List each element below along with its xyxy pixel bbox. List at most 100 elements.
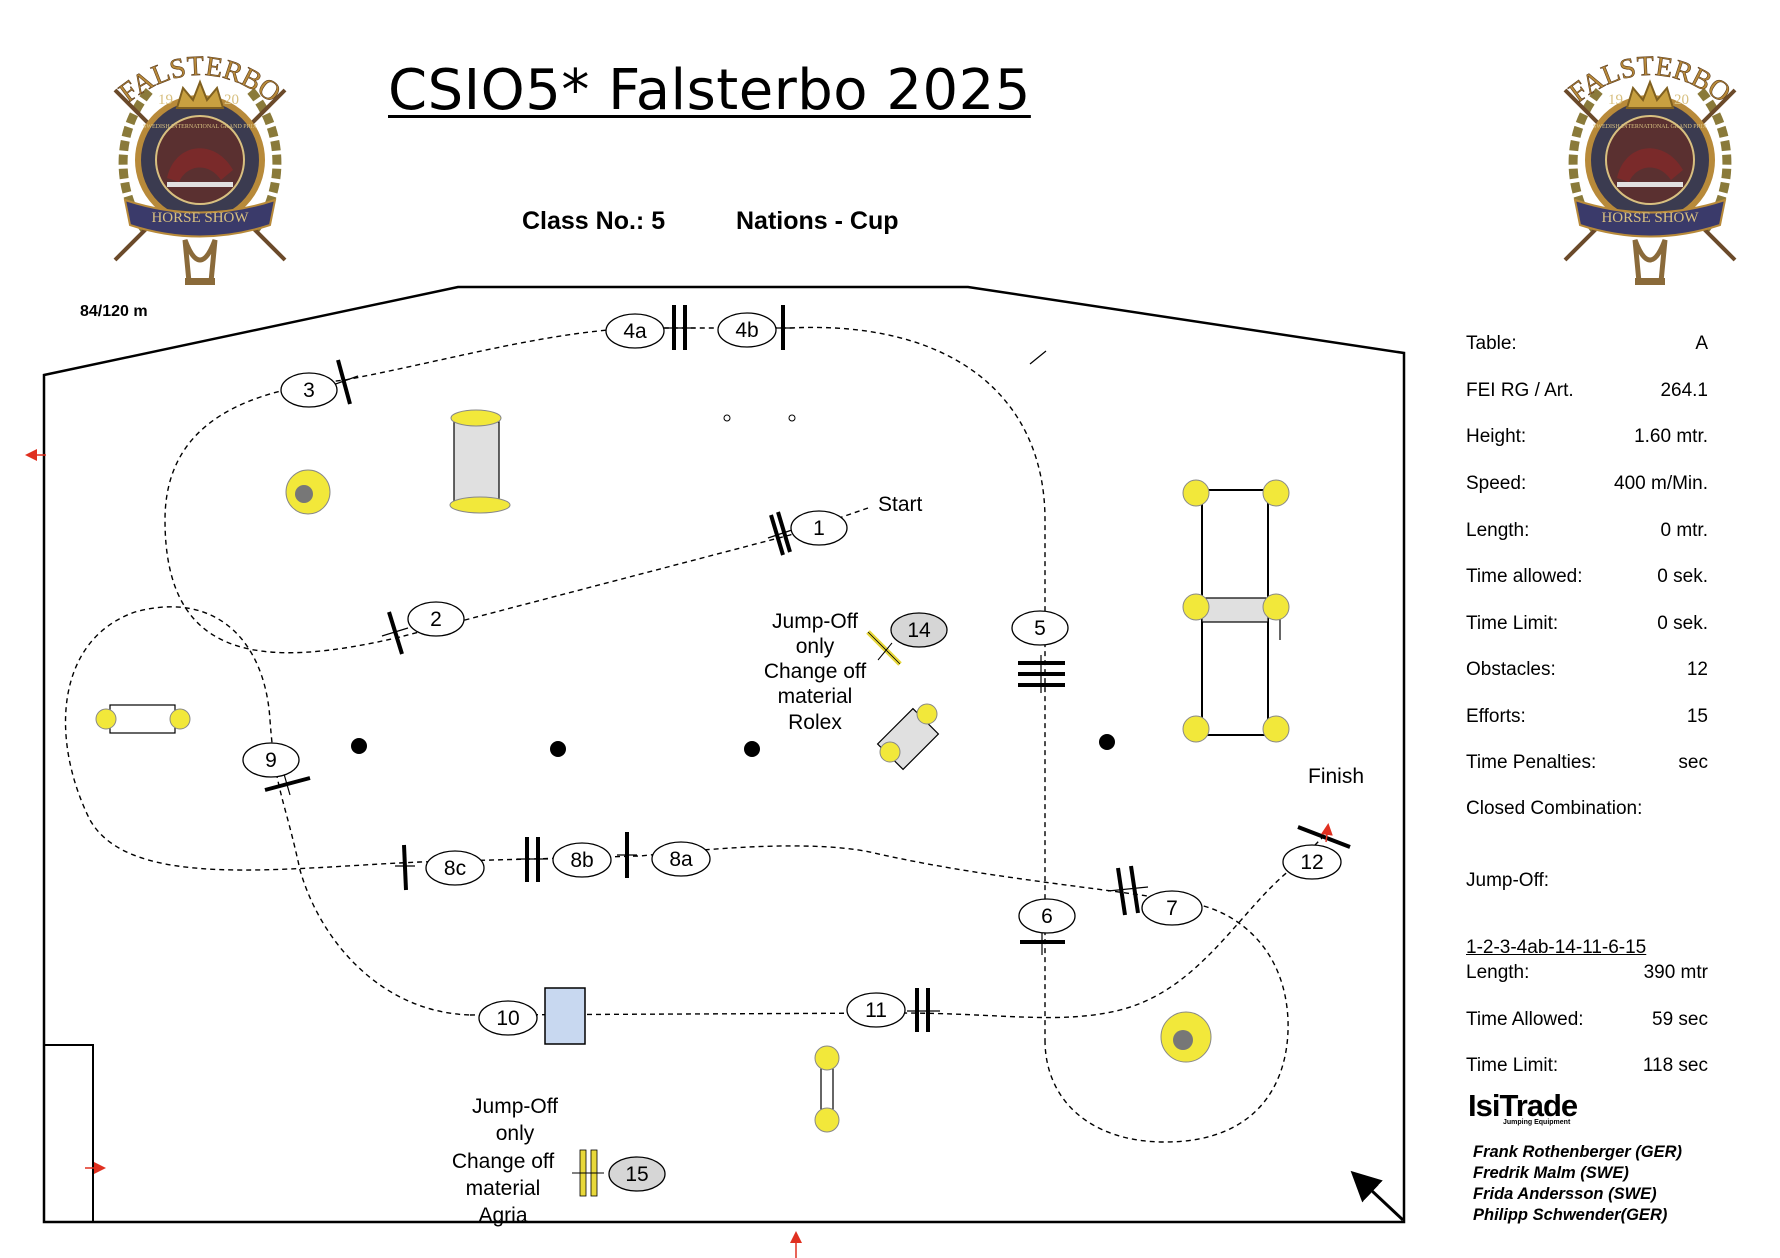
jumpoff-label: Jump-Off: (1466, 870, 1550, 891)
info-label: Obstacles: (1466, 659, 1556, 680)
info-label: Height: (1466, 426, 1527, 447)
number-8a: 8a (669, 848, 693, 871)
note-rolex-line4: material (777, 685, 853, 708)
decor-rolex-box (876, 703, 940, 771)
info-label: FEI RG / Art. (1466, 380, 1574, 401)
entrance-gate (44, 1044, 94, 1222)
jumpoff-row-value: 118 sec (1642, 1055, 1708, 1076)
fence-8a (617, 832, 637, 878)
number-15: 15 (625, 1163, 649, 1186)
number-2: 2 (430, 608, 442, 631)
course-designers: Frank Rothenberger (GER) Fredrik Malm (S… (1473, 1142, 1682, 1226)
jumpoff-row-value: 59 sec (1652, 1009, 1708, 1030)
info-value: 0 sek. (1657, 613, 1708, 634)
info-label: Length: (1466, 520, 1530, 541)
number-1: 1 (813, 517, 825, 540)
note-agria-line1: Jump-Off (472, 1095, 558, 1118)
number-8c: 8c (443, 857, 467, 880)
designer-3: Frida Andersson (SWE) (1473, 1185, 1657, 1203)
info-label: Efforts: (1466, 706, 1526, 727)
note-agria-line5: Agria (478, 1204, 528, 1227)
number-9: 9 (265, 749, 277, 772)
decor-gate-frame (1182, 479, 1290, 743)
info-value: 0 mtr. (1660, 520, 1708, 541)
arena-scale: 84/120 m (80, 303, 148, 320)
info-value: sec (1678, 752, 1708, 773)
info-label: Table: (1466, 333, 1517, 354)
info-row: Efforts: 15 (1466, 706, 1708, 728)
info-label: Time allowed: (1466, 566, 1583, 587)
info-value: 15 (1686, 706, 1708, 727)
info-value: 0 sek. (1657, 566, 1708, 587)
info-row: Time Limit: 0 sek. (1466, 613, 1708, 635)
decor-bush-2 (1160, 1011, 1212, 1063)
jumpoff-row: Time Allowed:59 sec (1466, 1009, 1708, 1031)
info-label: Speed: (1466, 473, 1527, 494)
info-row: Time Penalties:sec (1466, 752, 1708, 774)
arena-boundary (42, 285, 1406, 1224)
info-row: Length: 0 mtr. (1466, 520, 1708, 542)
fence-8b (517, 837, 548, 882)
logo-left (115, 70, 285, 285)
info-value: 1.60 mtr. (1634, 426, 1708, 447)
decor-planter-box-3 (814, 1045, 840, 1133)
designer-2: Fredrik Malm (SWE) (1473, 1164, 1629, 1182)
course-route (64, 326, 1326, 1143)
finish-label: Finish (1308, 765, 1365, 788)
designer-1: Frank Rothenberger (GER) (1473, 1143, 1683, 1161)
fence-4a (665, 305, 695, 350)
decor-bush-1 (285, 469, 331, 515)
number-ovals (242, 312, 1342, 1192)
class-number: Class No.: 5 (522, 207, 666, 235)
info-row: Speed:400 m/Min. (1466, 473, 1708, 495)
fence-5 (1018, 655, 1065, 693)
info-row: Table: A (1466, 333, 1708, 355)
sponsor-tagline: Jumping Equipment (1503, 1119, 1571, 1126)
note-rolex-line3: Change off (763, 660, 867, 683)
decor-planter-box-2 (95, 704, 191, 734)
number-12: 12 (1300, 851, 1324, 874)
jumpoff-row: Length:390 mtr (1466, 962, 1708, 984)
info-value: A (1695, 333, 1708, 354)
logo-right (1565, 70, 1735, 285)
jumpoff-row-label: Time Limit: (1466, 1055, 1559, 1076)
mark-line (1029, 350, 1047, 365)
fence-8c (395, 844, 415, 891)
class-name: Nations - Cup (736, 207, 899, 235)
jumpoff-row: Time Limit: 118 sec (1466, 1055, 1708, 1077)
exit-arrow-corner (1350, 1170, 1405, 1222)
designer-4: Philipp Schwender(GER) (1473, 1206, 1668, 1224)
info-label: Time Limit: (1466, 613, 1559, 634)
number-10: 10 (496, 1007, 520, 1030)
fence-10-water (544, 987, 586, 1045)
number-3: 3 (303, 379, 315, 402)
number-4a: 4a (623, 320, 647, 343)
note-rolex-line5: Rolex (788, 711, 842, 734)
number-14: 14 (907, 619, 931, 642)
fence-11 (907, 988, 940, 1032)
number-4b: 4b (735, 319, 759, 342)
closed-combination-label: Closed Combination: (1466, 798, 1643, 819)
fence-14-jumpoff (866, 630, 902, 666)
info-row: Time allowed: 0 sek. (1466, 566, 1708, 588)
note-agria-line2: only (495, 1122, 535, 1145)
fence-15-jumpoff (572, 1149, 604, 1197)
note-rolex-line1: Jump-Off (772, 610, 858, 633)
fence-9 (264, 773, 311, 796)
number-7: 7 (1166, 897, 1178, 920)
jumpoff-row-value: 390 mtr (1643, 962, 1708, 983)
note-agria-line4: material (465, 1177, 541, 1200)
sponsor-logo: IsiTrade (1468, 1088, 1578, 1123)
fence-4b (774, 305, 794, 350)
info-value: 264.1 (1660, 380, 1708, 401)
info-row: Height: 1.60 mtr. (1466, 426, 1708, 448)
fence-6 (1020, 932, 1065, 955)
fence-12 (1297, 823, 1351, 849)
start-label: Start (878, 493, 923, 516)
info-row: Obstacles:12 (1466, 659, 1708, 681)
decor-planter-box-1 (449, 409, 511, 514)
note-agria-line3: Change off (451, 1150, 555, 1173)
fence-2 (381, 611, 409, 655)
